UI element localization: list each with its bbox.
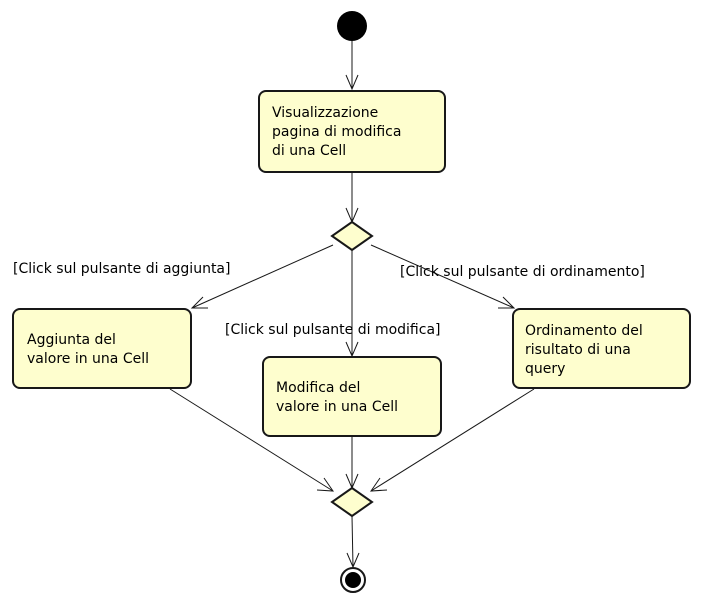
edge-decision-to-sort (370, 244, 515, 309)
merge-node (330, 486, 374, 518)
edge-sort-to-merge (370, 388, 535, 492)
arrowhead-merge-right (370, 477, 388, 492)
arrowhead-add (190, 296, 208, 309)
action-add-line-1: Aggiunta del (27, 332, 116, 348)
edge-merge-to-end (351, 515, 354, 568)
action-view-line-1: Visualizzazione (272, 105, 378, 121)
arrowhead-sort (498, 296, 516, 309)
action-box (512, 308, 691, 389)
final-node-inner-dot (345, 572, 361, 588)
action-sort-line-3: query (525, 361, 565, 377)
guard-sort: [Click sul pulsante di ordinamento] (400, 264, 645, 280)
action-edit-line-2: valore in una Cell (276, 399, 398, 415)
action-view-line-2: pagina di modifica (272, 124, 401, 140)
guard-edit: [Click sul pulsante di modifica] (225, 322, 441, 338)
action-box (12, 308, 192, 389)
action-sort-line-1: Ordinamento del (525, 323, 643, 339)
edge-decision-to-add (191, 244, 334, 309)
guard-add: [Click sul pulsante di aggiunta] (13, 261, 230, 277)
arrowhead-view (345, 74, 359, 91)
action-sort-line-2: risultato di una (525, 342, 631, 358)
action-add-value: Aggiunta del valore in una Cell (12, 308, 192, 389)
final-node (340, 567, 366, 593)
action-sort-result: Ordinamento del risultato di una query (512, 308, 691, 389)
final-node-outer-ring (340, 567, 366, 593)
action-box (262, 356, 442, 437)
decision-node (330, 220, 374, 252)
action-view-line-3: di una Cell (272, 143, 346, 159)
action-box (258, 90, 446, 173)
initial-node (337, 11, 367, 41)
edge-add-to-merge (169, 388, 334, 492)
action-add-line-2: valore in una Cell (27, 351, 149, 367)
arrowhead-merge-left (316, 477, 334, 492)
action-edit-value: Modifica del valore in una Cell (262, 356, 442, 437)
action-edit-line-1: Modifica del (276, 380, 360, 396)
action-view-edit-page: Visualizzazione pagina di modifica di un… (258, 90, 446, 173)
